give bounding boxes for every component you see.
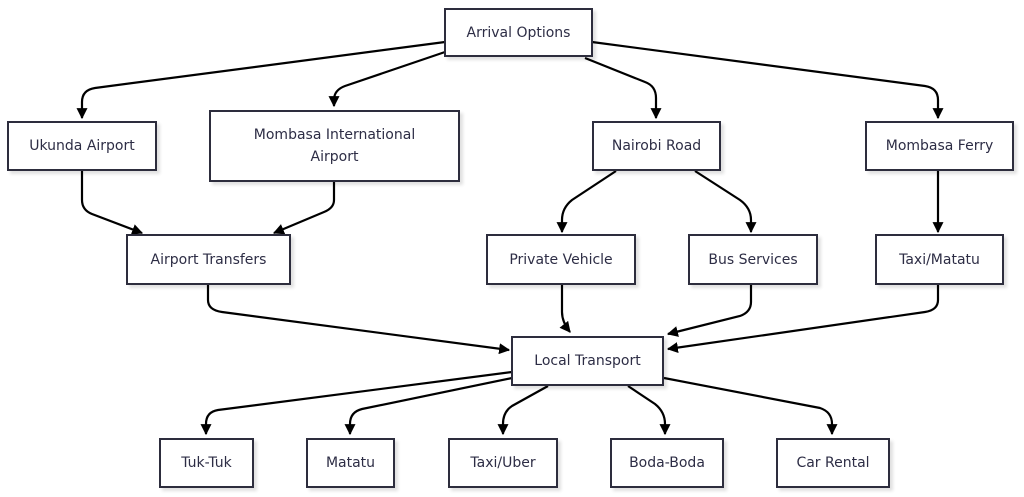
edge-ukunda-to-airport-transfers <box>80 170 144 235</box>
edge-local-transport-to-boda-boda <box>627 385 671 436</box>
node-label: Boda-Boda <box>629 455 705 471</box>
edge-local-transport-to-car-rental <box>663 376 838 436</box>
node-label: Taxi/Matatu <box>899 251 980 268</box>
node-label: Bus Services <box>708 251 798 268</box>
edge-local-transport-to-matatu <box>344 376 513 436</box>
node-label: Car Rental <box>796 455 870 471</box>
edge-taxi-matatu-to-local-transport <box>666 285 940 354</box>
node-label: Airport Transfers <box>150 251 267 268</box>
node-nairobi-road[interactable]: Nairobi Road <box>592 121 721 171</box>
node-label: Mombasa Ferry <box>885 138 994 154</box>
edge-arrival-to-ukunda <box>76 40 446 120</box>
node-tuk-tuk[interactable]: Tuk-Tuk <box>159 438 254 488</box>
node-car-rental[interactable]: Car Rental <box>776 438 890 488</box>
node-mombasa-ferry[interactable]: Mombasa Ferry <box>865 121 1014 171</box>
edge-nairobi-road-to-private-vehicle <box>556 170 617 234</box>
node-label: Matatu <box>325 455 376 471</box>
node-label: Local Transport <box>534 353 641 369</box>
edge-local-transport-to-tuk-tuk <box>200 370 513 436</box>
edge-mombasa-intl-to-airport-transfers <box>272 182 336 235</box>
node-label: Private Vehicle <box>509 251 613 268</box>
edge-private-vehicle-to-local-transport <box>559 285 571 333</box>
node-taxi-matatu[interactable]: Taxi/Matatu <box>875 234 1004 285</box>
node-label: Tuk-Tuk <box>181 455 232 471</box>
edge-arrival-to-mombasa-intl <box>328 50 446 108</box>
node-label: Mombasa International Airport <box>253 127 416 165</box>
node-bus-services[interactable]: Bus Services <box>688 234 818 285</box>
edge-airport-transfers-to-local-transport <box>206 285 511 355</box>
node-label: Nairobi Road <box>611 138 702 154</box>
node-boda-boda[interactable]: Boda-Boda <box>610 438 724 488</box>
edge-local-transport-to-taxi-uber <box>497 385 549 436</box>
node-arrival-options[interactable]: Arrival Options <box>444 8 593 57</box>
edge-arrival-to-nairobi-road <box>584 56 662 120</box>
node-label: Ukunda Airport <box>29 138 135 154</box>
node-private-vehicle[interactable]: Private Vehicle <box>486 234 636 285</box>
node-mombasa-international-airport[interactable]: Mombasa International Airport <box>209 110 460 182</box>
edge-bus-services-to-local-transport <box>666 285 753 337</box>
node-label: Arrival Options <box>466 24 571 41</box>
node-ukunda-airport[interactable]: Ukunda Airport <box>7 121 157 171</box>
node-airport-transfers[interactable]: Airport Transfers <box>126 234 291 285</box>
node-taxi-uber[interactable]: Taxi/Uber <box>448 438 558 488</box>
node-local-transport[interactable]: Local Transport <box>511 336 664 386</box>
node-label: Taxi/Uber <box>470 455 536 471</box>
node-matatu[interactable]: Matatu <box>306 438 395 488</box>
edge-arrival-to-mombasa-ferry <box>591 40 944 120</box>
edge-nairobi-road-to-bus-services <box>694 170 757 234</box>
